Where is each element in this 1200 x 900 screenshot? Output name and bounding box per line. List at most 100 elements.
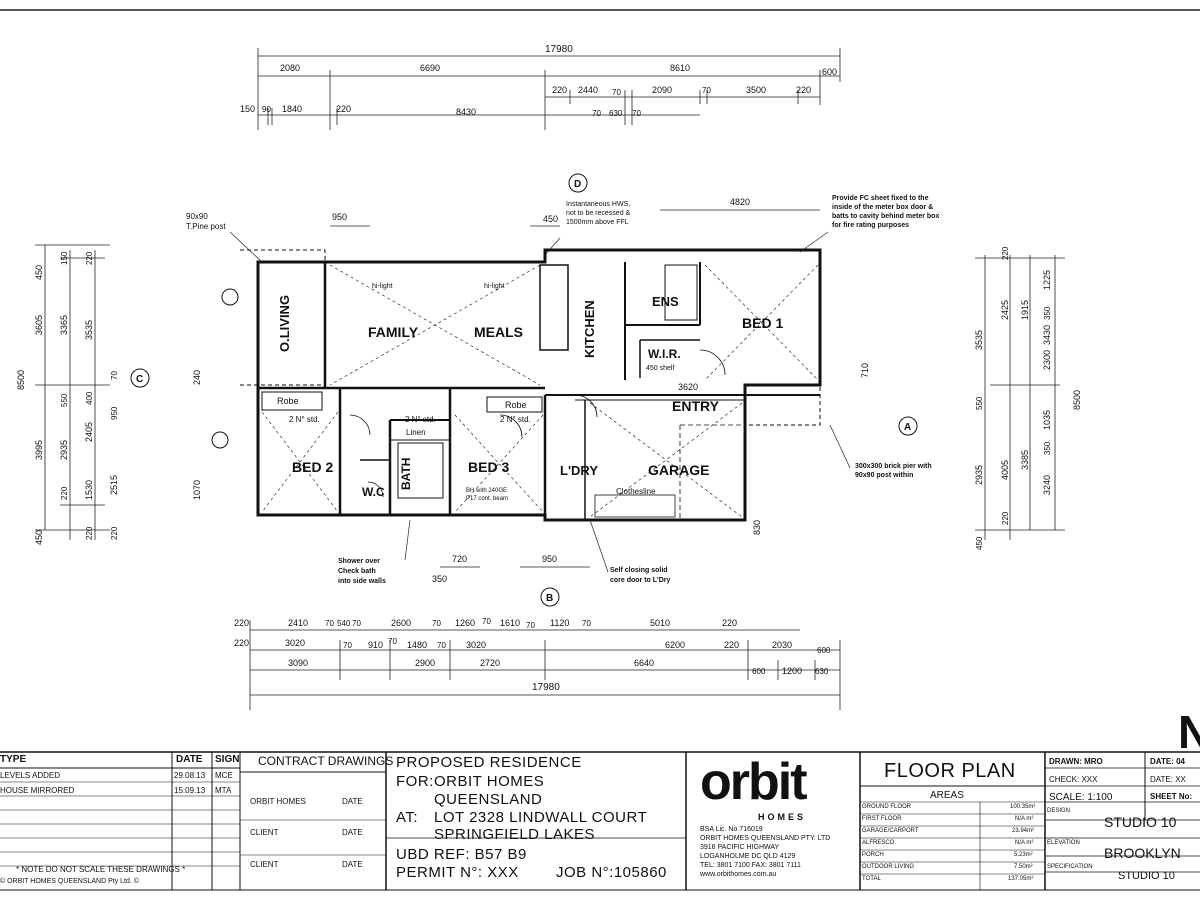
dim-left-14: 220 <box>85 251 94 265</box>
company-line-1: BSA Lic. No 716019 <box>700 826 763 833</box>
dim-left-16: 950 <box>110 406 119 420</box>
dim-inner-8: 350 <box>432 574 447 584</box>
dim-inner-1: 950 <box>332 212 347 222</box>
dim-inner-9: 950 <box>542 554 557 564</box>
design-value: STUDIO 10 <box>1104 814 1177 830</box>
note-2n-std-3: 2 N° std. <box>500 415 531 424</box>
marker-d: D <box>574 179 581 190</box>
dim-bot-23: 3020 <box>466 640 486 650</box>
dim-top-overall: 17980 <box>545 44 573 55</box>
dim-right-15: 3240 <box>1042 475 1052 495</box>
dim-bot-21: 1480 <box>407 640 427 650</box>
dim-bot-34: 630 <box>815 667 829 676</box>
drawn-by: DRAWN: MRO <box>1049 757 1103 766</box>
dim-bot-28: 3090 <box>288 658 308 668</box>
room-bed2: BED 2 <box>292 459 333 475</box>
company-logo-sub: HOMES <box>758 812 807 822</box>
dim-left-13: 150 <box>60 251 69 265</box>
dim-right-7: 3430 <box>1042 325 1052 345</box>
room-oliving: O.LIVING <box>277 295 292 352</box>
note-hws: Instantaneous HWS, not to be recessed & … <box>566 201 631 226</box>
right-dimension-lines <box>975 255 1065 540</box>
dim-bot-7: 70 <box>432 619 441 628</box>
dim-left-5: 450 <box>34 530 44 545</box>
dim-top-16: 8430 <box>456 107 476 117</box>
company-line-5: TEL: 3801 7100 FAX: 3801 7111 <box>700 862 801 869</box>
date-1: DATE: 04 <box>1150 757 1185 766</box>
room-ldry: L'DRY <box>560 463 598 478</box>
dim-right-13: 2935 <box>974 465 984 485</box>
room-bath: BATH <box>399 458 413 490</box>
room-kitchen: KITCHEN <box>582 300 597 358</box>
dim-left-1: 8500 <box>16 370 26 390</box>
note-fc-sheet: Provide FC sheet fixed to the inside of … <box>832 195 940 229</box>
dim-left-15: 2515 <box>109 475 119 495</box>
dim-inner-11: 830 <box>752 520 762 535</box>
dim-bot-15: 220 <box>722 618 737 628</box>
section-markers <box>130 173 918 607</box>
dim-bot-27: 600 <box>817 646 831 655</box>
dim-bot-16: 220 <box>234 638 249 648</box>
area-row-4-label: ALFRESCO <box>862 840 895 846</box>
contract-row-1-date: DATE <box>342 797 363 806</box>
project-for-label: FOR: <box>396 773 434 790</box>
dim-bot-4: 540 <box>337 619 351 628</box>
dim-bot-10: 1610 <box>500 618 520 628</box>
north-arrow-glyph: N <box>1178 706 1200 758</box>
note-tpine-post: 90x90 T.Pine post <box>186 212 226 231</box>
dim-left-19: 70 <box>110 371 119 380</box>
dim-left-11: 2405 <box>84 422 94 442</box>
note-brick-pier: 300x300 brick pier with 90x90 post withi… <box>855 463 932 479</box>
dim-inner-10: 3620 <box>678 382 698 392</box>
dim-bot-2: 2410 <box>288 618 308 628</box>
dim-top-8: 2090 <box>652 85 672 95</box>
checked-by: CHECK: XXX <box>1049 775 1098 784</box>
dim-right-12: 4005 <box>1000 460 1010 480</box>
dim-left-8: 220 <box>60 486 69 500</box>
dim-bot-19: 910 <box>368 640 383 650</box>
contract-row-2-label: CLIENT <box>250 828 279 837</box>
rev-row-2-sign: MTA <box>215 786 232 795</box>
room-garage: GARAGE <box>648 462 709 478</box>
dim-bot-30: 2720 <box>480 658 500 668</box>
area-row-1-label: GROUND FLOOR <box>862 804 912 810</box>
dim-top-19: 70 <box>632 109 641 118</box>
dim-right-14: 350 <box>1043 441 1052 455</box>
dim-top-10: 3500 <box>746 85 766 95</box>
rev-row-2-date: 15.09.13 <box>174 786 206 795</box>
dim-top-14: 1840 <box>282 104 302 114</box>
dim-bot-31: 6640 <box>634 658 654 668</box>
dim-top-1: 2080 <box>280 63 300 73</box>
dim-bot-5: 70 <box>352 619 361 628</box>
rev-row-1-type: LEVELS ADDED <box>0 771 61 780</box>
dim-right-16: 550 <box>975 396 984 410</box>
dim-inner-4: 240 <box>192 370 202 385</box>
dim-top-13: 90 <box>262 105 271 114</box>
dim-left-10: 3535 <box>84 320 94 340</box>
note-2n-std-1: 2 N° std. <box>289 415 320 424</box>
dim-right-3: 3535 <box>974 330 984 350</box>
room-robe-2: Robe <box>505 400 527 410</box>
dim-right-10: 1035 <box>1042 410 1052 430</box>
contract-title: CONTRACT DRAWINGS <box>258 754 394 768</box>
dim-bot-25: 220 <box>724 640 739 650</box>
left-dimension-lines <box>35 244 110 540</box>
dim-left-7: 2935 <box>59 440 69 460</box>
sheet-title: FLOOR PLAN <box>884 760 1016 782</box>
walls <box>240 248 822 522</box>
area-row-2-label: FIRST FLOOR <box>862 816 902 822</box>
project-permit: PERMIT N°: XXX <box>396 864 519 881</box>
dim-top-15: 220 <box>336 104 351 114</box>
company-logo: orbit <box>700 753 808 811</box>
dim-top-11: 220 <box>796 85 811 95</box>
dim-bot-20: 70 <box>388 637 397 646</box>
room-bed3: BED 3 <box>468 459 509 475</box>
dim-left-9: 550 <box>60 393 69 407</box>
dim-inner-7: 720 <box>452 554 467 564</box>
room-linen: Linen <box>406 428 426 437</box>
area-row-1-value: 100.35m² <box>1010 804 1036 810</box>
dim-left-4: 3995 <box>34 440 44 460</box>
top-dimension-lines <box>257 48 841 130</box>
dim-top-6: 2440 <box>578 85 598 95</box>
